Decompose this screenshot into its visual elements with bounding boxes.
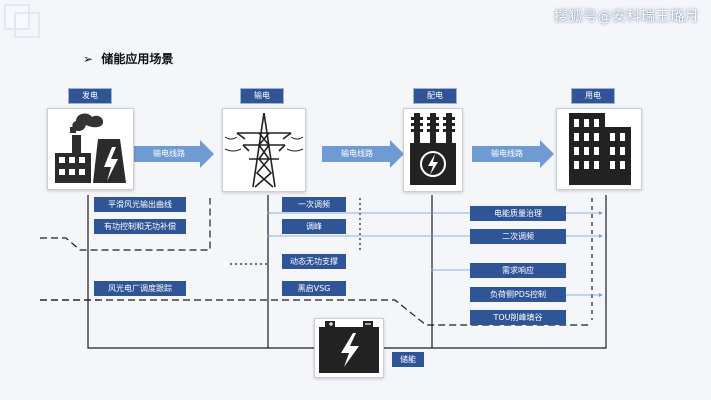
line-arrow-3 [472,140,554,168]
building-box [556,108,642,190]
wind-solar-tracking: 风光电厂调度跟踪 [94,281,186,296]
dist-function-1: 电能质量治理 [470,206,566,221]
dashed-feed-1 [40,198,211,251]
transmission-tower-box [222,108,306,192]
transformer-box [403,108,463,192]
power-plant-icon [55,113,126,183]
user-function-3: TOU削峰填谷 [470,310,566,325]
line-arrow-1 [134,140,214,168]
line-arrow-2 [322,140,404,168]
transformer-icon [410,113,456,185]
section-title-text: 储能应用场景 [101,52,174,66]
gen-function-2: 有功控制和无功补偿 [94,219,186,234]
decor-square-2 [14,12,40,38]
line-label-3: 输电线路 [491,149,523,158]
dashed-feed-2 [40,299,592,326]
watermark: 搜狐号@安科瑞王璐月 [554,9,699,25]
line-label-1: 输电线路 [153,149,185,158]
trans-function-3: 动态无功支撑 [282,254,346,269]
battery-box [314,318,384,378]
user-function-2: 负荷侧PDS控制 [470,287,566,302]
gen-function-1: 平滑风光输出曲线 [94,197,186,212]
tag-generation: 发电 [68,88,112,104]
storage-label: 储能 [392,352,424,367]
trans-function-4: 黑启VSG [282,281,346,296]
tag-consumption: 用电 [571,88,615,104]
line-label-2: 输电线路 [341,149,373,158]
dist-function-2: 二次调频 [470,229,566,244]
trans-function-2: 调峰 [282,219,346,234]
transmission-tower-icon [224,112,304,188]
section-title: ➢ 储能应用场景 [83,52,174,66]
battery-icon [319,321,379,373]
power-plant-box [47,108,134,190]
trans-function-1: 一次调频 [282,197,346,212]
user-function-1: 需求响应 [470,263,566,278]
tag-distribution: 配电 [413,88,457,104]
decor-square-1 [4,4,30,30]
tag-transmission: 输电 [240,88,284,104]
building-icon [569,113,631,185]
